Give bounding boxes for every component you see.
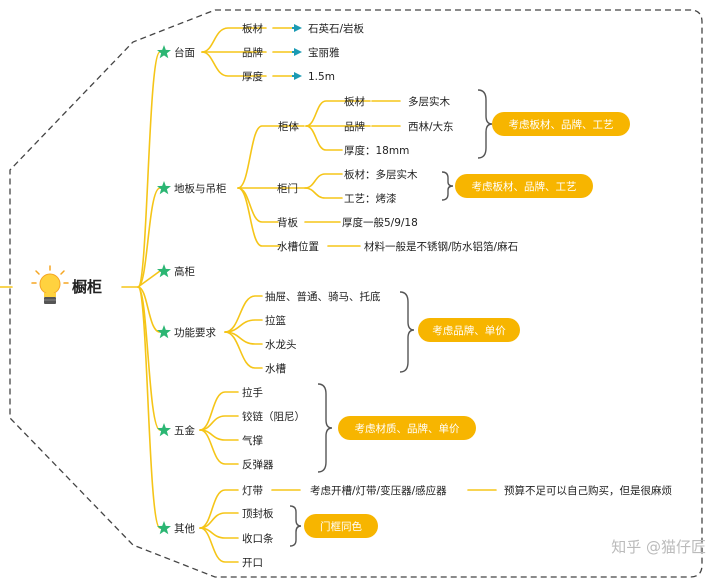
countertop-thickness-value: 1.5m xyxy=(308,71,335,83)
function-item: 拉篮 xyxy=(265,314,286,327)
cabinet-door-process: 工艺：烤漆 xyxy=(344,192,397,205)
led-strip-label: 灯带 xyxy=(242,485,263,497)
hardware-item: 气撑 xyxy=(242,434,263,447)
cabinet-body-material-value: 多层实木 xyxy=(408,95,450,108)
arrow-right-icon xyxy=(292,48,302,56)
root-label: 橱柜 xyxy=(72,278,102,296)
arrow-right-icon xyxy=(292,72,302,80)
cabinet-door-material: 板材：多层实木 xyxy=(344,168,418,181)
tag-text: 考虑品牌、单价 xyxy=(432,324,506,337)
star-icon xyxy=(157,45,171,59)
back-panel-value: 厚度一般5/9/18 xyxy=(342,216,418,229)
countertop-thickness-label: 厚度 xyxy=(242,70,263,83)
other-item: 顶封板 xyxy=(242,507,274,520)
other-details: 灯带 考虑开槽/灯带/变压器/感应器 预算不足可以自己购买，但是很麻烦 顶封板 … xyxy=(242,484,672,569)
dashed-outline xyxy=(9,9,703,578)
star-icon xyxy=(157,181,171,195)
tag-text: 门框同色 xyxy=(320,520,362,533)
branch-functional-requirements: 功能要求 xyxy=(174,326,216,339)
branch-tall-cabinet: 高柜 xyxy=(174,265,195,278)
tag-pill xyxy=(455,174,593,198)
brackets xyxy=(289,89,493,547)
cabinet-door-label: 柜门 xyxy=(277,182,298,195)
tag-pill xyxy=(304,514,378,538)
star-icon xyxy=(157,423,171,437)
tag-pill xyxy=(492,112,630,136)
hardware-item: 拉手 xyxy=(242,386,263,399)
root-node: 橱柜 xyxy=(31,265,102,304)
tag-pill xyxy=(418,318,520,342)
tag-pill xyxy=(338,416,476,440)
sink-position-label: 水槽位置 xyxy=(277,240,319,253)
function-details: 抽屉、普通、骑马、托底 拉篮 水龙头 水槽 xyxy=(265,290,381,375)
cabinet-body-brand-value: 西林/大东 xyxy=(408,120,454,133)
function-item: 水龙头 xyxy=(265,338,297,351)
hardware-item: 反弹器 xyxy=(242,458,274,471)
countertop-material-label: 板材 xyxy=(242,22,263,35)
other-item: 收口条 xyxy=(242,532,274,545)
countertop-material-value: 石英石/岩板 xyxy=(308,22,365,35)
function-item: 水槽 xyxy=(265,363,286,375)
countertop-details: 板材 品牌 厚度 石英石/岩板 宝丽雅 1.5m xyxy=(242,22,365,83)
hardware-item: 铰链（阻尼） xyxy=(242,410,305,423)
tag-text: 考虑材质、品牌、单价 xyxy=(355,422,460,435)
countertop-brand-label: 品牌 xyxy=(242,46,263,59)
led-strip-note: 预算不足可以自己购买，但是很麻烦 xyxy=(504,484,672,497)
watermark: 知乎 @猫仔匠 xyxy=(611,538,706,556)
branch-countertop: 台面 xyxy=(174,46,195,59)
branch-base-wall-cabinets: 地板与吊柜 xyxy=(174,182,227,195)
star-group xyxy=(157,45,171,535)
cabinet-body-label: 柜体 xyxy=(278,120,299,133)
other-item-opening: 开口 xyxy=(242,557,263,569)
cabinet-body-material-label: 板材 xyxy=(344,95,365,108)
tag-group: 考虑板材、品牌、工艺 考虑板材、品牌、工艺 考虑品牌、单价 考虑材质、品牌、单价… xyxy=(304,112,630,538)
countertop-brand-value: 宝丽雅 xyxy=(308,46,340,59)
cabinet-body-thickness: 厚度：18mm xyxy=(344,144,409,157)
star-icon xyxy=(157,521,171,535)
tag-text: 考虑板材、品牌、工艺 xyxy=(472,180,577,193)
connector-lines xyxy=(0,27,497,563)
function-item: 抽屉、普通、骑马、托底 xyxy=(265,290,381,303)
cabinet-body-brand-label: 品牌 xyxy=(344,120,365,133)
star-icon xyxy=(157,325,171,339)
tag-text: 考虑板材、品牌、工艺 xyxy=(509,118,614,131)
lightbulb-icon xyxy=(31,265,69,304)
branch-hardware: 五金 xyxy=(174,424,195,437)
arrow-right-icon xyxy=(292,24,302,32)
branch-other: 其他 xyxy=(174,522,195,535)
sink-position-value: 材料一般是不锈钢/防水铝箔/麻石 xyxy=(364,240,518,253)
led-strip-value: 考虑开槽/灯带/变压器/感应器 xyxy=(310,484,447,497)
branch-labels: 台面 地板与吊柜 高柜 功能要求 五金 其他 xyxy=(174,46,227,535)
hardware-details: 拉手 铰链（阻尼） 气撑 反弹器 xyxy=(242,386,305,471)
star-icon xyxy=(157,264,171,278)
back-panel-label: 背板 xyxy=(277,216,298,229)
arrow-group xyxy=(292,24,302,80)
cabinet-details: 柜体 板材 品牌 厚度：18mm 多层实木 西林/大东 柜门 板材：多层实木 工… xyxy=(277,95,518,253)
